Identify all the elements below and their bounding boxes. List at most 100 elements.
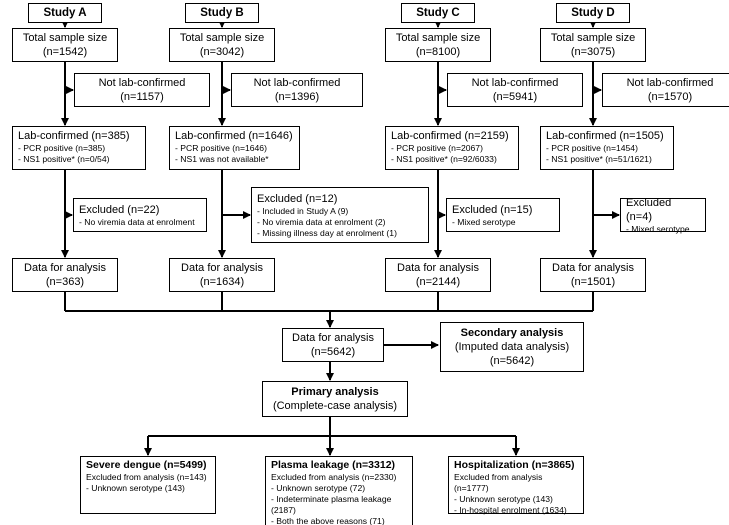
- excluded-line: Excluded (n=12): [257, 192, 338, 205]
- lab-confirmed-line: - NS1 positive* (n=92/6033): [391, 154, 497, 164]
- secondary-analysis-line: (n=5642): [489, 355, 535, 367]
- excluded-line: Excluded (n=22): [79, 203, 160, 216]
- excluded-box: Excluded (n=22)- No viremia data at enro…: [73, 198, 207, 232]
- not-lab-confirmed-box: Not lab-confirmed (n=1157): [74, 73, 210, 107]
- combined-analysis-line: Data for analysis: [292, 332, 374, 344]
- not-lab-confirmed-box: Not lab-confirmed (n=1396): [231, 73, 363, 107]
- combined-analysis-box: Data for analysis (n=5642): [282, 328, 384, 362]
- primary-analysis-box: Primary analysis (Complete-case analysis): [262, 381, 408, 417]
- lab-confirmed-line: - NS1 positive* (n=51/1621): [546, 154, 652, 164]
- study-header: Study D: [556, 3, 630, 23]
- secondary-analysis-line: (Imputed data analysis): [454, 341, 570, 353]
- total-sample-line: Total sample size: [395, 32, 481, 44]
- lab-confirmed-line: - PCR positive (n=2067): [391, 143, 483, 153]
- excluded-line: - No viremia data at enrolment (2): [257, 216, 386, 227]
- total-sample-line: (n=3042): [199, 46, 245, 58]
- data-for-analysis-line: Data for analysis: [24, 262, 106, 274]
- outcome-detail-line: - Unknown serotype (143): [86, 483, 185, 493]
- excluded-box: Excluded (n=12)- Included in Study A (9)…: [251, 187, 429, 243]
- outcome-detail-line: - Both the above reasons (71): [271, 516, 385, 525]
- excluded-line: - Missing illness day at enrolment (1): [257, 227, 397, 238]
- lab-confirmed-line: - PCR positive (n=385): [18, 143, 106, 153]
- excluded-line: - Mixed serotype: [452, 216, 516, 227]
- data-for-analysis-line: (n=1501): [570, 276, 616, 288]
- data-for-analysis-box: Data for analysis (n=2144): [385, 258, 491, 292]
- lab-confirmed-line: Lab-confirmed (n=385): [18, 130, 130, 142]
- data-for-analysis-line: Data for analysis: [181, 262, 263, 274]
- outcome-title: Hospitalization (n=3865): [454, 459, 575, 471]
- primary-analysis-line: (Complete-case analysis): [272, 400, 398, 412]
- outcome-title: Plasma leakage (n=3312): [271, 459, 396, 471]
- primary-analysis-line: Primary analysis: [291, 386, 379, 398]
- outcome-detail-line: - Unknown serotype (143): [454, 494, 553, 504]
- outcome-detail-line: - Indeterminate plasma leakage (2187): [271, 494, 392, 515]
- study-header: Study A: [28, 3, 102, 23]
- data-for-analysis-box: Data for analysis (n=1634): [169, 258, 275, 292]
- data-for-analysis-line: Data for analysis: [397, 262, 479, 274]
- outcome-detail-line: Excluded from analysis (n=143): [86, 472, 207, 482]
- total-sample-line: Total sample size: [22, 32, 108, 44]
- excluded-line: - Mixed serotype: [626, 223, 690, 234]
- lab-confirmed-line: - NS1 was not available*: [175, 154, 269, 164]
- total-sample-box: Total sample size (n=1542): [12, 28, 118, 62]
- study-header: Study B: [185, 3, 259, 23]
- lab-confirmed-box: Lab-confirmed (n=385)- PCR positive (n=3…: [12, 126, 146, 170]
- lab-confirmed-box: Lab-confirmed (n=1646)- PCR positive (n=…: [169, 126, 300, 170]
- secondary-analysis-box: Secondary analysis (Imputed data analysis…: [440, 322, 584, 372]
- outcome-box: Plasma leakage (n=3312)Excluded from ana…: [265, 456, 413, 525]
- outcome-title: Severe dengue (n=5499): [86, 459, 207, 471]
- excluded-line: Excluded (n=4): [626, 196, 672, 223]
- outcome-detail-line: - Unknown serotype (72): [271, 483, 366, 493]
- outcome-detail-line: - In-hospital enrolment (1634): [454, 505, 567, 515]
- total-sample-line: Total sample size: [550, 32, 636, 44]
- total-sample-box: Total sample size (n=3075): [540, 28, 646, 62]
- not-lab-confirmed-box: Not lab-confirmed (n=1570): [602, 73, 729, 107]
- data-for-analysis-line: (n=363): [45, 276, 85, 288]
- lab-confirmed-line: - PCR positive (n=1646): [175, 143, 267, 153]
- not-lab-confirmed-line: Not lab-confirmed: [626, 77, 714, 89]
- total-sample-box: Total sample size (n=3042): [169, 28, 275, 62]
- not-lab-confirmed-box: Not lab-confirmed (n=5941): [447, 73, 583, 107]
- secondary-analysis-line: Secondary analysis: [460, 327, 564, 339]
- outcome-detail-line: Excluded from analysis (n=1777): [454, 472, 543, 493]
- not-lab-confirmed-line: (n=1157): [120, 91, 164, 103]
- study-header: Study C: [401, 3, 475, 23]
- not-lab-confirmed-line: Not lab-confirmed: [253, 77, 341, 89]
- excluded-box: Excluded (n=15)- Mixed serotype: [446, 198, 560, 232]
- lab-confirmed-line: - NS1 positive* (n=0/54): [18, 154, 110, 164]
- outcome-box: Hospitalization (n=3865)Excluded from an…: [448, 456, 584, 515]
- excluded-line: - Included in Study A (9): [257, 205, 349, 216]
- lab-confirmed-box: Lab-confirmed (n=1505)- PCR positive (n=…: [540, 126, 674, 170]
- excluded-box: Excluded (n=4)- Mixed serotype: [620, 196, 706, 234]
- not-lab-confirmed-line: (n=1570): [647, 91, 693, 103]
- lab-confirmed-line: Lab-confirmed (n=1646): [175, 130, 293, 142]
- excluded-line: Excluded (n=15): [452, 203, 533, 216]
- data-for-analysis-line: (n=2144): [415, 276, 461, 288]
- outcome-box: Severe dengue (n=5499)Excluded from anal…: [80, 456, 216, 514]
- excluded-line: - No viremia data at enrolment: [79, 216, 195, 227]
- combined-analysis-line: (n=5642): [310, 346, 356, 358]
- data-for-analysis-box: Data for analysis (n=1501): [540, 258, 646, 292]
- total-sample-line: Total sample size: [179, 32, 265, 44]
- lab-confirmed-line: - PCR positive (n=1454): [546, 143, 638, 153]
- not-lab-confirmed-line: (n=5941): [492, 91, 538, 103]
- data-for-analysis-box: Data for analysis (n=363): [12, 258, 118, 292]
- not-lab-confirmed-line: Not lab-confirmed: [471, 77, 559, 89]
- lab-confirmed-box: Lab-confirmed (n=2159)- PCR positive (n=…: [385, 126, 519, 170]
- study-name: Study D: [571, 7, 615, 19]
- not-lab-confirmed-line: Not lab-confirmed: [98, 77, 186, 89]
- total-sample-line: (n=1542): [42, 46, 88, 58]
- lab-confirmed-line: Lab-confirmed (n=2159): [391, 130, 509, 142]
- total-sample-line: (n=3075): [570, 46, 616, 58]
- outcome-detail-line: Excluded from analysis (n=2330): [271, 472, 397, 482]
- study-name: Study B: [200, 7, 244, 19]
- data-for-analysis-line: Data for analysis: [552, 262, 634, 274]
- total-sample-line: (n=8100): [415, 46, 461, 58]
- study-name: Study A: [43, 7, 87, 19]
- data-for-analysis-line: (n=1634): [199, 276, 245, 288]
- study-name: Study C: [416, 7, 460, 19]
- not-lab-confirmed-line: (n=1396): [274, 91, 320, 103]
- total-sample-box: Total sample size (n=8100): [385, 28, 491, 62]
